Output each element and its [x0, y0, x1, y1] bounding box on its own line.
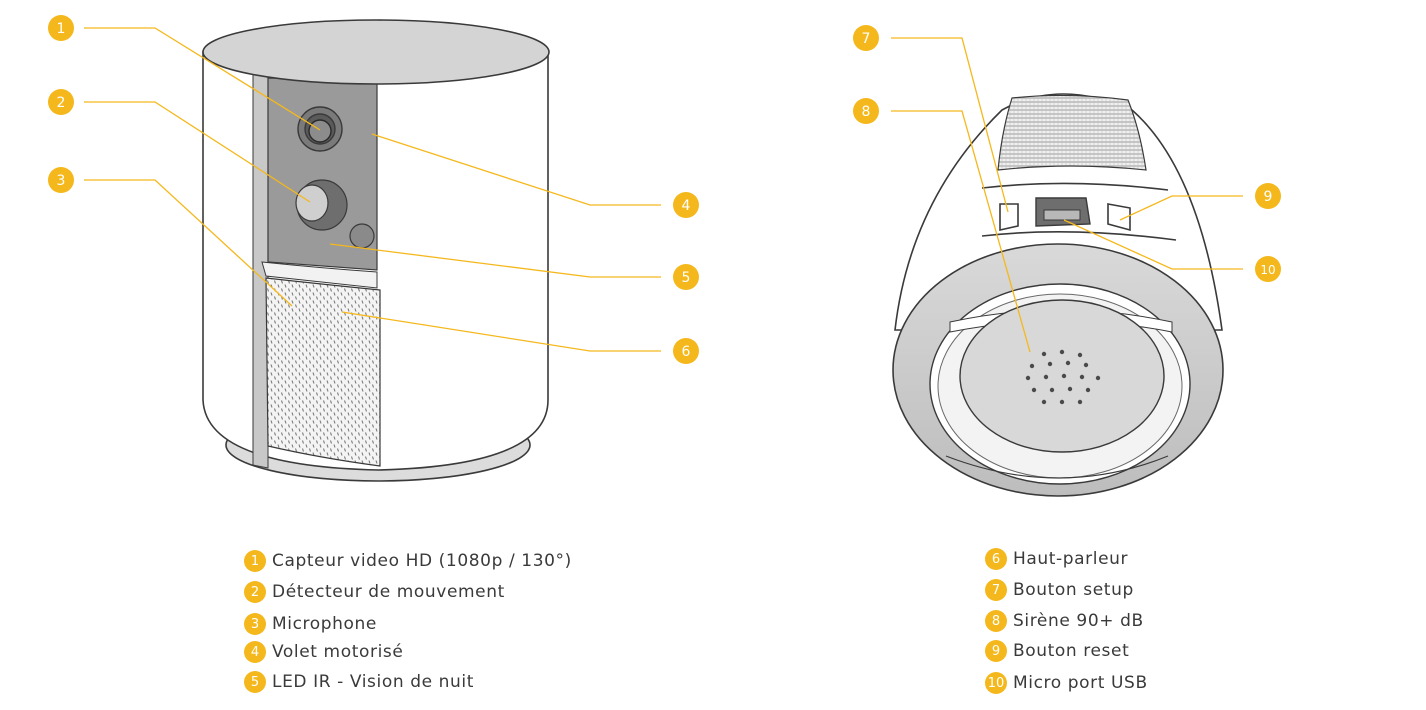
- legend-label: Sirène 90+ dB: [1013, 611, 1144, 631]
- leader-line-5: [329, 243, 661, 278]
- callout-9: 9: [1255, 183, 1281, 209]
- leader-line-7: [891, 37, 1009, 213]
- callout-badges: 1 2 3 4 5 6 7 8: [48, 15, 1281, 364]
- callout-6: 6: [673, 338, 699, 364]
- callout-7: 7: [853, 25, 879, 51]
- callout-4: 4: [673, 192, 699, 218]
- leader-line-3: [84, 179, 293, 307]
- legend-item: 2 Détecteur de mouvement: [244, 579, 505, 605]
- legend-item: 10 Micro port USB: [985, 670, 1148, 696]
- leader-line-8: [891, 110, 1031, 353]
- legend-label: Détecteur de mouvement: [272, 582, 505, 602]
- legend-badge: 4: [244, 641, 266, 663]
- callout-5: 5: [673, 264, 699, 290]
- legend-item: 3 Microphone: [244, 611, 377, 637]
- leader-line-1: [84, 27, 321, 131]
- legend-badge: 10: [985, 672, 1007, 694]
- legend-item: 6 Haut-parleur: [985, 546, 1128, 572]
- svg-text:6: 6: [682, 344, 691, 360]
- legend-item: 8 Sirène 90+ dB: [985, 608, 1144, 634]
- callout-10: 10: [1255, 256, 1281, 282]
- legend-badge: 1: [244, 550, 266, 572]
- legend-item: 5 LED IR - Vision de nuit: [244, 669, 474, 695]
- legend-label: Volet motorisé: [272, 642, 404, 662]
- svg-text:4: 4: [682, 198, 691, 214]
- legend-badge: 5: [244, 671, 266, 693]
- legend-label: Haut-parleur: [1013, 549, 1129, 569]
- svg-text:7: 7: [862, 31, 871, 47]
- legend-label: Micro port USB: [1013, 673, 1148, 693]
- leader-line-10: [1063, 219, 1243, 270]
- camera-front-illustration: [202, 19, 550, 482]
- legend-item: 4 Volet motorisé: [244, 639, 403, 665]
- svg-text:3: 3: [57, 173, 66, 189]
- legend-label: Bouton reset: [1013, 641, 1130, 661]
- legend-item: 9 Bouton reset: [985, 638, 1129, 664]
- legend-badge: 6: [985, 548, 1007, 570]
- leader-line-9: [1119, 195, 1243, 221]
- svg-text:8: 8: [862, 104, 871, 120]
- callout-2: 2: [48, 89, 74, 115]
- callout-8: 8: [853, 98, 879, 124]
- legend-badge: 3: [244, 613, 266, 635]
- camera-back-illustration: [892, 93, 1224, 497]
- svg-text:10: 10: [1260, 263, 1275, 277]
- svg-text:9: 9: [1264, 189, 1273, 205]
- leader-lines: [84, 27, 1243, 353]
- legend-badge: 9: [985, 640, 1007, 662]
- legend-badge: 2: [244, 581, 266, 603]
- leader-line-2: [84, 101, 311, 203]
- legend-label: LED IR - Vision de nuit: [272, 672, 475, 692]
- legend-badge: 7: [985, 579, 1007, 601]
- legend-label: Capteur video HD (1080p / 130°): [272, 551, 572, 571]
- leader-line-4: [371, 133, 661, 206]
- svg-text:1: 1: [57, 21, 66, 37]
- legend-badge: 8: [985, 610, 1007, 632]
- callout-1: 1: [48, 15, 74, 41]
- callout-3: 3: [48, 167, 74, 193]
- legend-label: Bouton setup: [1013, 580, 1134, 600]
- svg-text:2: 2: [57, 95, 66, 111]
- legend-item: 7 Bouton setup: [985, 577, 1134, 603]
- legend-item: 1 Capteur video HD (1080p / 130°): [244, 548, 572, 574]
- legend-label: Microphone: [272, 614, 377, 634]
- leader-line-6: [341, 311, 661, 352]
- svg-text:5: 5: [682, 270, 691, 286]
